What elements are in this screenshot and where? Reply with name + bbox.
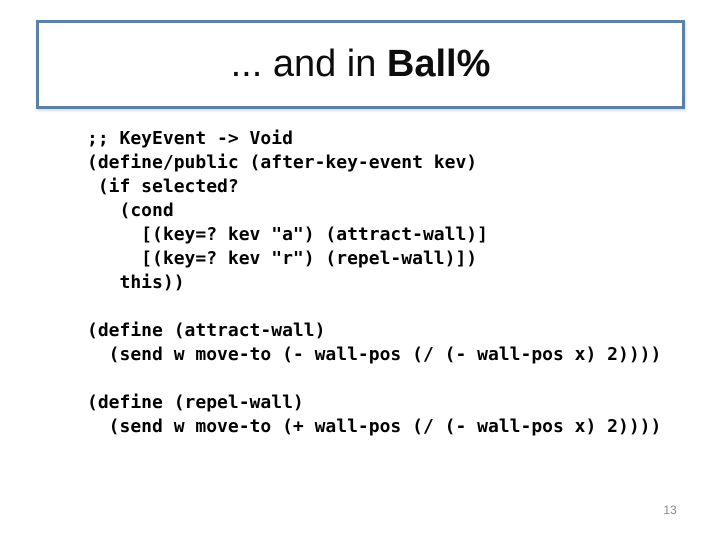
slide-title-prefix: ... and in bbox=[230, 43, 387, 85]
slide-title-box: ... and in Ball% bbox=[36, 20, 685, 109]
slide-title: ... and in Ball% bbox=[231, 43, 491, 86]
slide-title-emphasis: Ball% bbox=[386, 43, 491, 85]
code-listing: ;; KeyEvent -> Void (define/public (afte… bbox=[87, 128, 662, 437]
page-number: 13 bbox=[663, 503, 677, 517]
